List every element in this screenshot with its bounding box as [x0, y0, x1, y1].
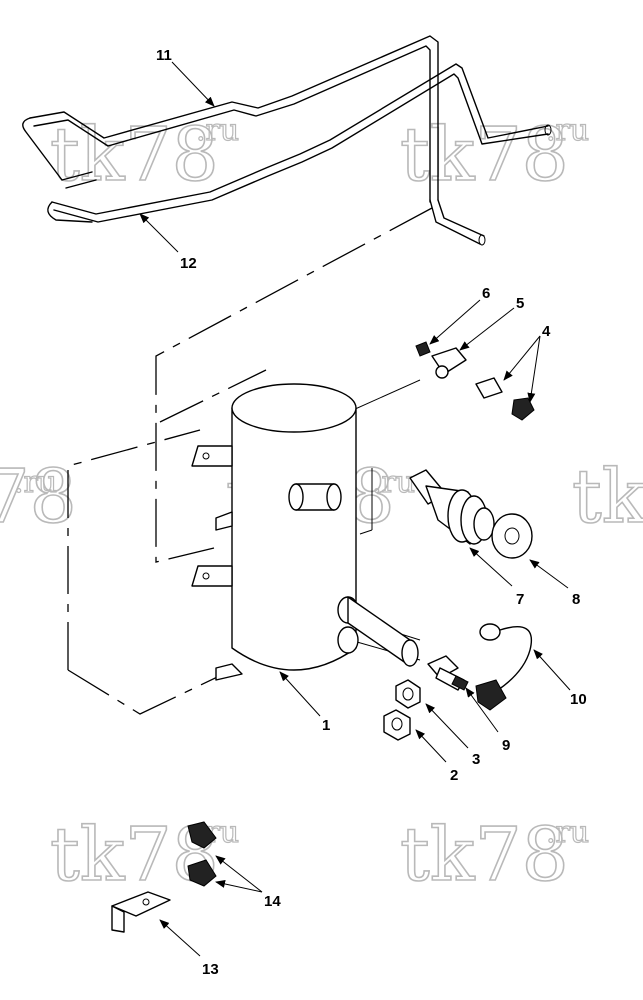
callout-7: 7	[516, 591, 524, 608]
watermark-bottom-left: tk78 .ru	[49, 811, 240, 899]
watermark-mid-left: tk78 .ru	[0, 453, 78, 541]
callout-10: 10	[570, 691, 587, 708]
svg-text:.ru: .ru	[196, 113, 239, 148]
cap-10	[475, 623, 532, 711]
callout-8: 8	[572, 591, 580, 608]
gasket-8	[491, 513, 533, 559]
callout-2: 2	[450, 767, 458, 784]
svg-text:.ru: .ru	[546, 113, 589, 148]
sight-glass-7	[409, 469, 495, 545]
valve-9	[427, 655, 469, 691]
callout-3: 3	[472, 751, 480, 768]
callout-labels: 1 2 3 4 5 6 7 8 9 10 11 12 13 14	[156, 47, 587, 978]
callout-1: 1	[322, 717, 330, 734]
callout-9: 9	[502, 737, 510, 754]
plug-6	[415, 341, 431, 357]
svg-text:tk78: tk78	[0, 454, 77, 540]
callout-5: 5	[516, 295, 524, 312]
callout-4: 4	[542, 323, 551, 340]
nut-2	[383, 709, 411, 741]
receiver-tank	[191, 383, 419, 681]
svg-text:.ru: .ru	[546, 815, 589, 850]
svg-text:.ru: .ru	[14, 465, 57, 500]
tube-12	[47, 63, 552, 223]
fitting-5	[431, 347, 467, 379]
callout-6: 6	[482, 285, 490, 302]
watermark-top-right: tk78 .ru	[399, 111, 590, 199]
clamps-14	[187, 821, 217, 887]
svg-text:tk78: tk78	[400, 112, 569, 198]
bracket-13	[111, 891, 171, 933]
svg-text:.ru: .ru	[372, 465, 415, 500]
tube-11	[22, 35, 486, 246]
guide-lines	[67, 207, 433, 715]
callout-13: 13	[202, 961, 219, 978]
callout-14: 14	[264, 893, 281, 910]
watermark-group: tk78 .ru tk78 .ru tk78 .ru tk78 .ru tk78…	[0, 111, 643, 899]
leader-arrows	[139, 61, 571, 957]
watermark-bottom-right: tk78 .ru	[399, 811, 590, 899]
watermark-mid-right: tk78	[571, 453, 643, 541]
nut-3	[395, 679, 421, 709]
svg-text:tk78: tk78	[400, 812, 569, 898]
fitting-4	[475, 377, 535, 421]
callout-12: 12	[180, 255, 197, 272]
callout-11: 11	[156, 47, 172, 64]
svg-text:tk78: tk78	[572, 454, 643, 540]
